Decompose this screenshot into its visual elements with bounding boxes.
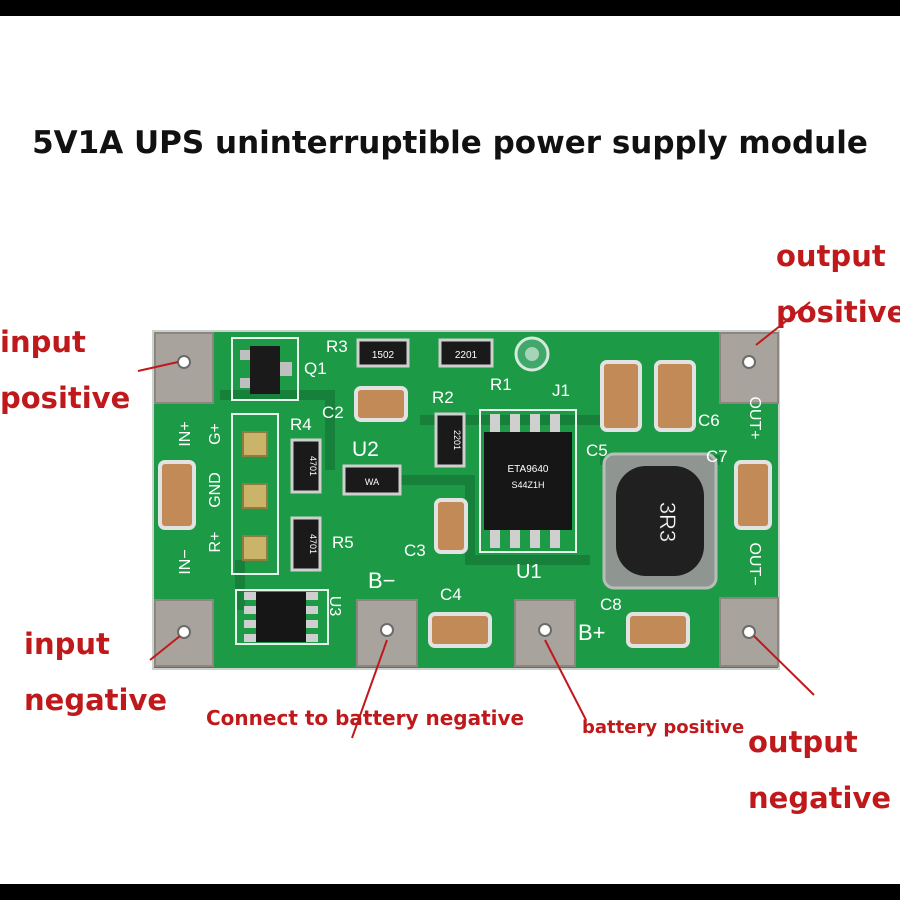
arrow-battery-negative — [351, 639, 388, 739]
u3-outline — [235, 589, 329, 645]
silk-out-plus: OUT+ — [746, 396, 763, 439]
r1-resistor — [438, 338, 494, 368]
c7-capacitor — [734, 460, 772, 530]
silk-in-plus: IN+ — [177, 421, 194, 446]
silk-in-minus: IN− — [177, 549, 194, 574]
label-input-positive-line1: input — [0, 325, 86, 359]
q1-outline — [231, 337, 299, 401]
hole-output-negative — [742, 625, 756, 639]
label-output-positive-line2: positive — [776, 295, 900, 329]
silk-r1: R1 — [490, 375, 512, 394]
r3-code: 1502 — [372, 350, 395, 361]
silk-c3: C3 — [404, 541, 426, 560]
label-output-negative-line1: output — [748, 725, 858, 759]
label-output-positive-line1: output — [776, 239, 886, 273]
header-pin-g-plus — [242, 431, 268, 457]
c2-capacitor — [354, 386, 408, 422]
c6-capacitor — [654, 360, 696, 432]
silk-c2: C2 — [322, 403, 344, 422]
silk-c6: C6 — [698, 411, 720, 430]
arrow-output-positive — [755, 301, 811, 346]
hole-input-negative — [177, 625, 191, 639]
q1-transistor — [250, 346, 280, 394]
label-input-negative-line2: negative — [24, 683, 168, 717]
arrow-battery-positive — [544, 639, 587, 721]
label-input-negative: input negative — [24, 616, 167, 728]
label-input-positive-line2: positive — [0, 381, 131, 415]
diode-code: WA — [365, 477, 379, 487]
arrow-output-negative — [753, 635, 815, 696]
u1-outline — [479, 409, 577, 553]
ic-marking-1: ETA9640 — [508, 464, 549, 475]
bottom-black-border — [0, 884, 900, 900]
arrow-input-negative — [149, 635, 181, 661]
header-pin-gnd — [242, 483, 268, 509]
r4-code: 4701 — [308, 456, 318, 476]
silk-u3: U3 — [326, 596, 343, 617]
c6-left-capacitor — [600, 360, 642, 432]
silk-c5: C5 — [586, 441, 608, 460]
u2-diode — [342, 464, 402, 496]
header-pin-r-plus — [242, 535, 268, 561]
hole-input-positive — [177, 355, 191, 369]
label-input-negative-line1: input — [24, 627, 110, 661]
silk-c8: C8 — [600, 595, 622, 614]
label-output-negative-line2: negative — [748, 781, 892, 815]
top-black-border — [0, 0, 900, 16]
hole-battery-positive — [538, 623, 552, 637]
silk-r2: R2 — [432, 388, 454, 407]
silk-r3: R3 — [326, 337, 348, 356]
silk-b-minus: B− — [368, 568, 396, 593]
u1-chip — [484, 432, 572, 530]
label-battery-negative: Connect to battery negative — [206, 706, 525, 730]
c3-capacitor — [434, 498, 468, 554]
silk-g-plus: G+ — [207, 423, 224, 445]
r3-resistor — [356, 338, 410, 368]
c8-capacitor — [626, 612, 690, 648]
ic-marking-2: S44Z1H — [511, 480, 544, 490]
r2-code: 2201 — [452, 430, 462, 450]
header-outline — [231, 413, 279, 575]
silk-out-minus: OUT− — [746, 542, 763, 585]
silk-c4: C4 — [440, 585, 462, 604]
r5-resistor — [290, 516, 322, 572]
label-output-positive: output positive — [776, 228, 900, 340]
r5-code: 4701 — [308, 534, 318, 554]
c4-capacitor — [428, 612, 492, 648]
label-input-positive: input positive — [0, 314, 130, 426]
silk-r4: R4 — [290, 415, 312, 434]
silk-u2: U2 — [352, 438, 379, 461]
silk-gnd: GND — [207, 472, 224, 508]
u3-chip — [256, 592, 306, 642]
label-output-negative: output negative — [748, 714, 891, 826]
hole-battery-negative — [380, 623, 394, 637]
page-title: 5V1A UPS uninterruptible power supply mo… — [32, 125, 868, 161]
silk-b-plus: B+ — [578, 620, 606, 645]
arrow-input-positive — [137, 361, 179, 372]
capacitors — [158, 360, 772, 648]
silk-u1: U1 — [516, 561, 542, 583]
inductor-code: 3R3 — [655, 502, 680, 542]
silk-c7: C7 — [706, 447, 728, 466]
silk-j1: J1 — [552, 381, 570, 400]
r2-resistor — [434, 412, 466, 468]
silk-r5: R5 — [332, 533, 354, 552]
silk-q1: Q1 — [304, 359, 327, 378]
r1-code: 2201 — [455, 350, 478, 361]
label-battery-positive: battery positive — [582, 717, 745, 738]
hole-output-positive — [742, 355, 756, 369]
silk-r-plus: R+ — [207, 532, 224, 553]
input-capacitor — [158, 460, 196, 530]
r4-resistor — [290, 438, 322, 494]
